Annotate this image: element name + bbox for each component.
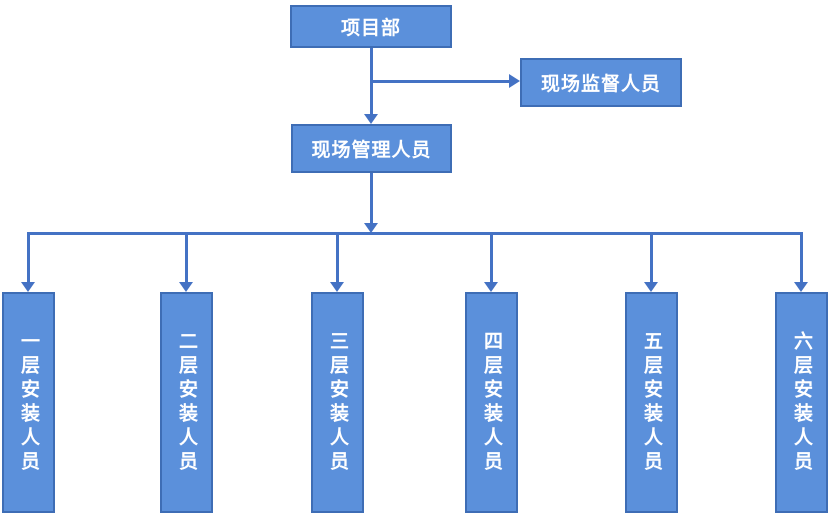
node-label: 三层安装人员 xyxy=(327,330,348,475)
connector-drop-floor6 xyxy=(800,235,803,282)
arrow-down-icon xyxy=(179,282,193,292)
arrow-down-icon xyxy=(484,282,498,292)
node-label: 五层安装人员 xyxy=(641,330,662,475)
connector-drop-floor3 xyxy=(336,235,339,282)
node-floor3-installers: 三层安装人员 xyxy=(311,292,364,513)
node-floor1-installers: 一层安装人员 xyxy=(2,292,55,513)
node-floor5-installers: 五层安装人员 xyxy=(625,292,678,513)
node-project-department: 项目部 xyxy=(290,5,452,48)
arrow-right-icon xyxy=(509,74,520,88)
connector-drop-floor4 xyxy=(490,235,493,282)
connector-project-to-supervisor-line xyxy=(370,80,509,83)
connector-bus-line xyxy=(27,232,803,235)
node-label: 四层安装人员 xyxy=(481,330,502,475)
node-site-managers: 现场管理人员 xyxy=(291,124,452,173)
arrow-down-icon xyxy=(794,282,808,292)
node-label: 二层安装人员 xyxy=(176,330,197,475)
arrow-down-icon xyxy=(21,282,35,292)
arrow-down-icon xyxy=(364,114,378,124)
node-site-supervisors: 现场监督人员 xyxy=(520,58,682,107)
arrow-down-icon xyxy=(644,282,658,292)
connector-manager-to-bus-line xyxy=(370,173,373,223)
connector-drop-floor1 xyxy=(27,235,30,282)
node-label: 现场监督人员 xyxy=(540,74,661,95)
node-floor4-installers: 四层安装人员 xyxy=(465,292,518,513)
connector-drop-floor2 xyxy=(185,235,188,282)
connector-drop-floor5 xyxy=(650,235,653,282)
node-label: 六层安装人员 xyxy=(791,330,812,475)
node-label: 现场管理人员 xyxy=(311,140,432,161)
node-floor6-installers: 六层安装人员 xyxy=(775,292,828,513)
node-floor2-installers: 二层安装人员 xyxy=(160,292,213,513)
node-label: 一层安装人员 xyxy=(18,330,39,475)
node-label: 项目部 xyxy=(340,18,401,39)
arrow-down-icon xyxy=(364,223,378,233)
arrow-down-icon xyxy=(330,282,344,292)
